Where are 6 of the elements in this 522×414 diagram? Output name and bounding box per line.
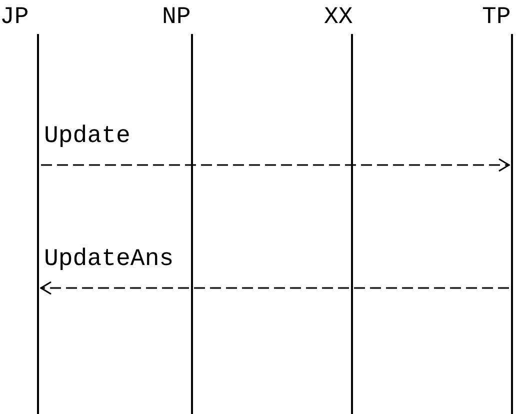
participant-label: XX: [324, 4, 353, 32]
participant-label: TP: [482, 4, 511, 32]
dashed-arrow: [40, 281, 509, 295]
dashed-arrow: [41, 158, 510, 172]
participant-label: NP: [162, 4, 191, 32]
participant-label: JP: [0, 4, 29, 32]
